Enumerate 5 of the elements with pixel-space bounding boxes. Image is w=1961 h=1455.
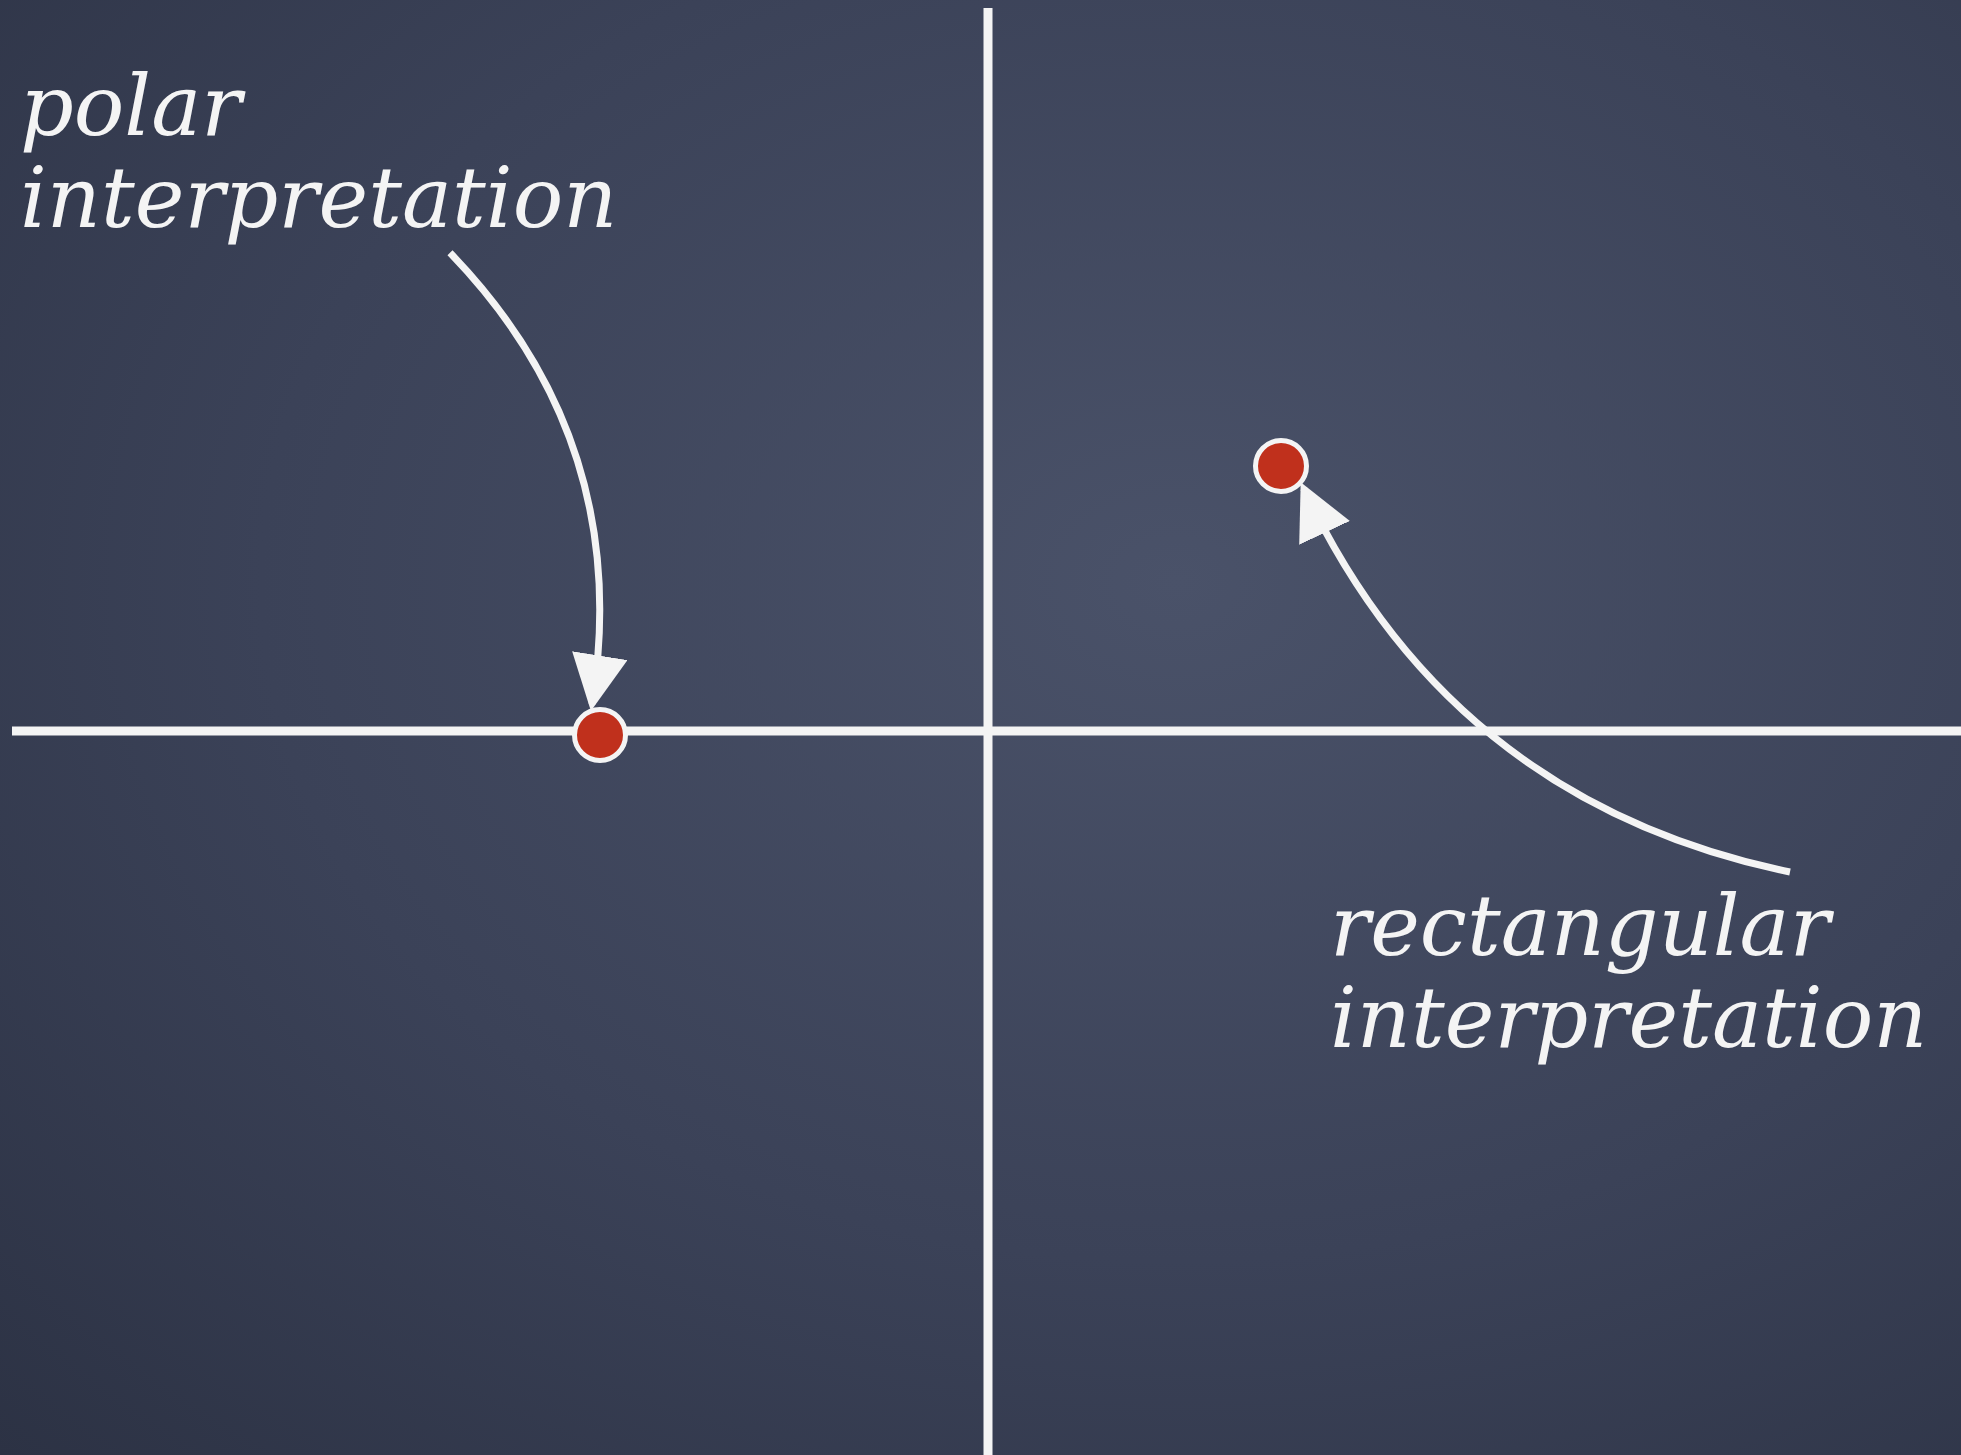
arrow xyxy=(447,250,626,711)
point-marker xyxy=(1253,438,1309,494)
annotation-text: polar interpretation xyxy=(20,60,640,245)
annotation-text: rectangular interpretation xyxy=(1330,880,1950,1065)
arrow xyxy=(1300,482,1791,876)
